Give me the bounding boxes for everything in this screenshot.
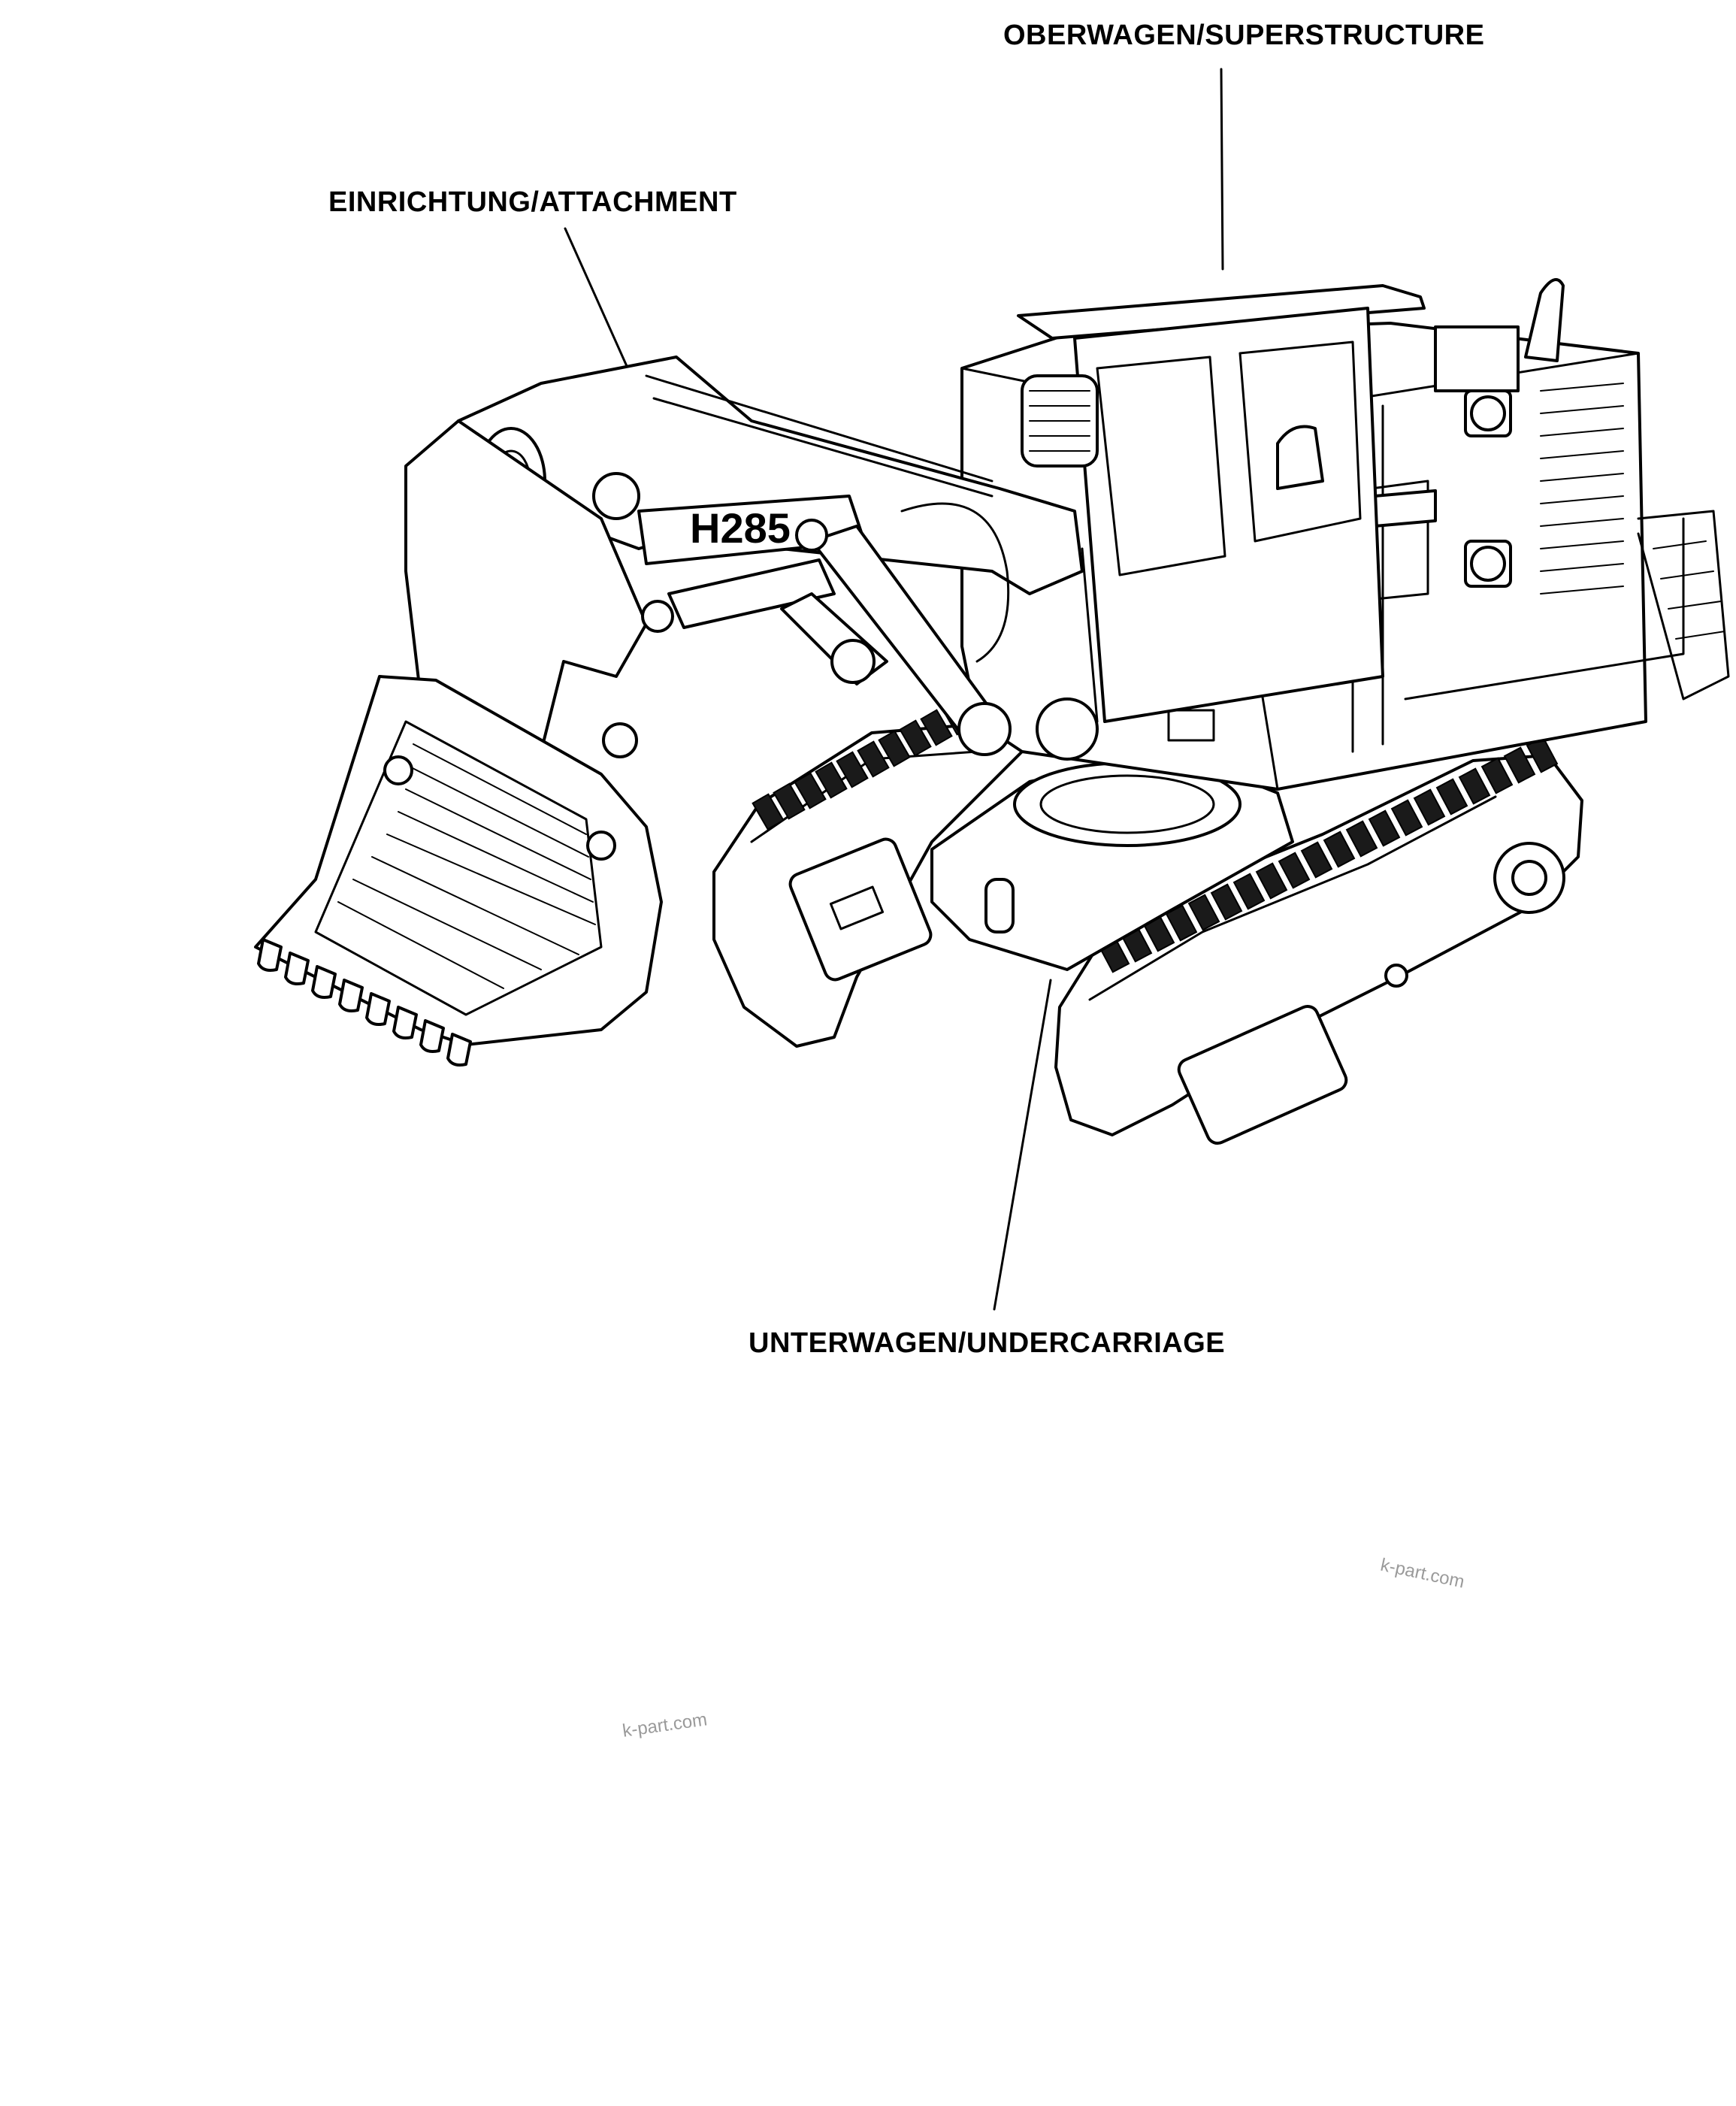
track-pad (1392, 800, 1422, 836)
track-pad (1347, 822, 1377, 857)
track-pad (795, 773, 826, 809)
track-pad (1302, 843, 1332, 878)
track-pad (1505, 748, 1535, 783)
track-pad (774, 784, 805, 819)
track-pad (1324, 832, 1354, 867)
label-attachment: EINRICHTUNG/ATTACHMENT (328, 186, 737, 218)
operator-cab (1018, 286, 1424, 722)
track-pad (1279, 853, 1309, 888)
bucket-tooth (448, 1034, 470, 1065)
track-pad (1369, 811, 1399, 846)
leader-line-attachment (565, 228, 630, 373)
track-pad (1211, 885, 1242, 920)
track-pad (816, 763, 847, 798)
track-pad (837, 752, 868, 788)
bucket-tooth (394, 1007, 416, 1038)
leader-line-superstructure (1221, 69, 1223, 269)
label-undercarriage: UNTERWAGEN/UNDERCARRIAGE (749, 1327, 1226, 1359)
bucket-tooth (340, 980, 362, 1011)
track-pad (858, 742, 889, 777)
track-pad (921, 710, 952, 746)
winch-drum (1022, 376, 1097, 466)
bucket-tooth (367, 994, 389, 1024)
track-pad (1437, 779, 1467, 815)
track-pad (1459, 769, 1490, 804)
leader-line-undercarriage (994, 980, 1051, 1309)
bucket-tooth (313, 967, 335, 997)
track-pad (1414, 790, 1444, 825)
crawler-track-right (1056, 737, 1582, 1147)
bucket-tooth (421, 1021, 443, 1051)
track-pad (900, 721, 931, 756)
crawler-track-left (714, 700, 1022, 1046)
carbody (932, 752, 1293, 970)
bucket (256, 676, 661, 1065)
track-pad (753, 794, 784, 830)
label-superstructure: OBERWAGEN/SUPERSTRUCTURE (1003, 20, 1485, 51)
track-pad (1189, 895, 1219, 930)
bucket-tooth (286, 953, 308, 984)
track-pad (1234, 874, 1264, 909)
stick (406, 421, 673, 759)
track-pad (1482, 758, 1512, 794)
track-pad (1257, 864, 1287, 899)
bucket-tooth (259, 940, 281, 970)
machine-model-label: H285 (690, 504, 791, 552)
track-pad (879, 731, 910, 767)
